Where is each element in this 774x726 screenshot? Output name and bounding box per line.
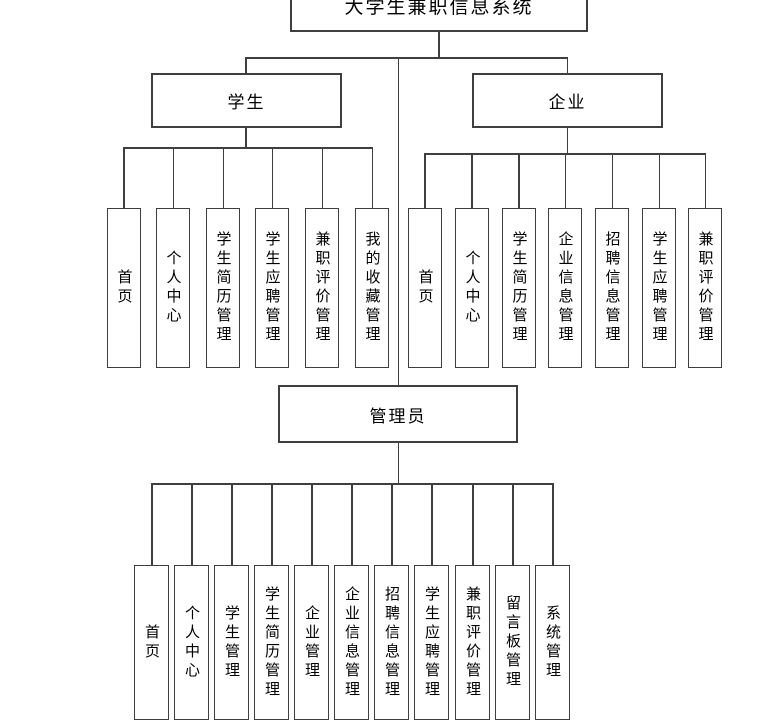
connector-line	[658, 153, 660, 208]
node-enterprise-personal-center: 个人中心	[455, 208, 489, 368]
node-enterprise-parttime-evaluation-mgmt: 兼职评价管理	[688, 208, 722, 368]
node-enterprise-recruitment-info-mgmt: 招聘信息管理	[595, 208, 629, 368]
node-label: 学生简历管理	[263, 585, 281, 700]
node-admin-home: 首页	[134, 565, 169, 720]
node-label: 兼职评价管理	[696, 231, 715, 345]
node-label: 个人中心	[164, 250, 183, 326]
node-label: 学生应聘管理	[423, 585, 441, 700]
node-student: 学生	[151, 73, 342, 128]
node-admin-personal-center: 个人中心	[174, 565, 209, 720]
node-admin-label: 管理员	[369, 406, 427, 427]
node-label: 招聘信息管理	[603, 231, 622, 345]
node-label: 系统管理	[544, 604, 562, 681]
connector-line	[245, 128, 247, 147]
node-student-personal-center: 个人中心	[156, 208, 190, 368]
connector-line	[123, 147, 125, 208]
node-enterprise-label: 企业	[548, 93, 587, 113]
node-student-home: 首页	[107, 208, 141, 368]
connector-line	[472, 483, 474, 565]
connector-line	[371, 147, 373, 208]
node-student-resume-mgmt: 学生简历管理	[206, 208, 240, 368]
connector-line	[245, 57, 247, 73]
connector-line	[271, 147, 273, 208]
node-student-my-favorites-mgmt: 我的收藏管理	[355, 208, 389, 368]
connector-line	[123, 147, 373, 149]
node-enterprise-student-resume-mgmt: 学生简历管理	[502, 208, 536, 368]
node-enterprise-home: 首页	[408, 208, 442, 368]
node-label: 学生应聘管理	[263, 231, 282, 345]
node-label: 企业信息管理	[556, 231, 575, 345]
connector-line	[471, 153, 473, 208]
node-label: 首页	[416, 269, 435, 307]
connector-line	[431, 483, 433, 565]
connector-line	[564, 153, 566, 208]
node-label: 学生管理	[223, 604, 241, 681]
node-admin-student-mgmt: 学生管理	[214, 565, 249, 720]
connector-line	[311, 483, 313, 565]
connector-line	[321, 147, 323, 208]
connector-line	[552, 483, 554, 565]
connector-line	[245, 57, 568, 59]
connector-line	[151, 483, 153, 565]
connector-line	[397, 443, 399, 483]
node-label: 企业管理	[303, 604, 321, 681]
connector-line	[611, 153, 613, 208]
connector-line	[231, 483, 233, 565]
node-admin: 管理员	[278, 385, 518, 443]
node-label: 招聘信息管理	[383, 585, 401, 700]
connector-line	[518, 153, 520, 208]
connector-line	[566, 128, 568, 153]
connector-line	[512, 483, 514, 565]
connector-line	[351, 483, 353, 565]
node-admin-parttime-evaluation-mgmt: 兼职评价管理	[455, 565, 490, 720]
node-label: 兼职评价管理	[313, 231, 332, 345]
connector-line	[704, 153, 706, 208]
node-label: 个人中心	[183, 604, 201, 681]
node-admin-student-resume-mgmt: 学生简历管理	[254, 565, 289, 720]
connector-line	[397, 57, 399, 385]
node-enterprise-info-mgmt: 企业信息管理	[548, 208, 582, 368]
node-enterprise-student-application-mgmt: 学生应聘管理	[642, 208, 676, 368]
connector-line	[391, 483, 393, 565]
node-label: 我的收藏管理	[363, 231, 382, 345]
node-admin-message-board-mgmt: 留言板管理	[495, 565, 530, 720]
node-root-label: 大学生兼职信息系统	[344, 0, 534, 18]
connector-line	[222, 147, 224, 208]
node-root: 大学生兼职信息系统	[290, 0, 588, 32]
connector-line	[191, 483, 193, 565]
node-label: 兼职评价管理	[464, 585, 482, 700]
node-label: 个人中心	[463, 250, 482, 326]
connector-line	[172, 147, 174, 208]
node-student-label: 学生	[227, 93, 266, 113]
node-admin-enterprise-mgmt: 企业管理	[294, 565, 329, 720]
connector-line	[271, 483, 273, 565]
node-label: 学生简历管理	[214, 231, 233, 345]
node-label: 学生应聘管理	[650, 231, 669, 345]
node-label: 学生简历管理	[510, 231, 529, 345]
node-admin-system-mgmt: 系统管理	[535, 565, 570, 720]
node-label: 首页	[143, 623, 161, 662]
node-student-parttime-evaluation-mgmt: 兼职评价管理	[305, 208, 339, 368]
node-label: 首页	[115, 269, 134, 307]
connector-line	[566, 57, 568, 73]
node-admin-student-application-mgmt: 学生应聘管理	[414, 565, 449, 720]
node-label: 留言板管理	[504, 595, 522, 690]
node-enterprise: 企业	[472, 73, 663, 128]
connector-line	[424, 153, 426, 208]
node-student-application-mgmt: 学生应聘管理	[255, 208, 289, 368]
node-admin-enterprise-info-mgmt: 企业信息管理	[334, 565, 369, 720]
node-admin-recruitment-info-mgmt: 招聘信息管理	[374, 565, 409, 720]
connector-line	[438, 32, 440, 57]
node-label: 企业信息管理	[343, 585, 361, 700]
